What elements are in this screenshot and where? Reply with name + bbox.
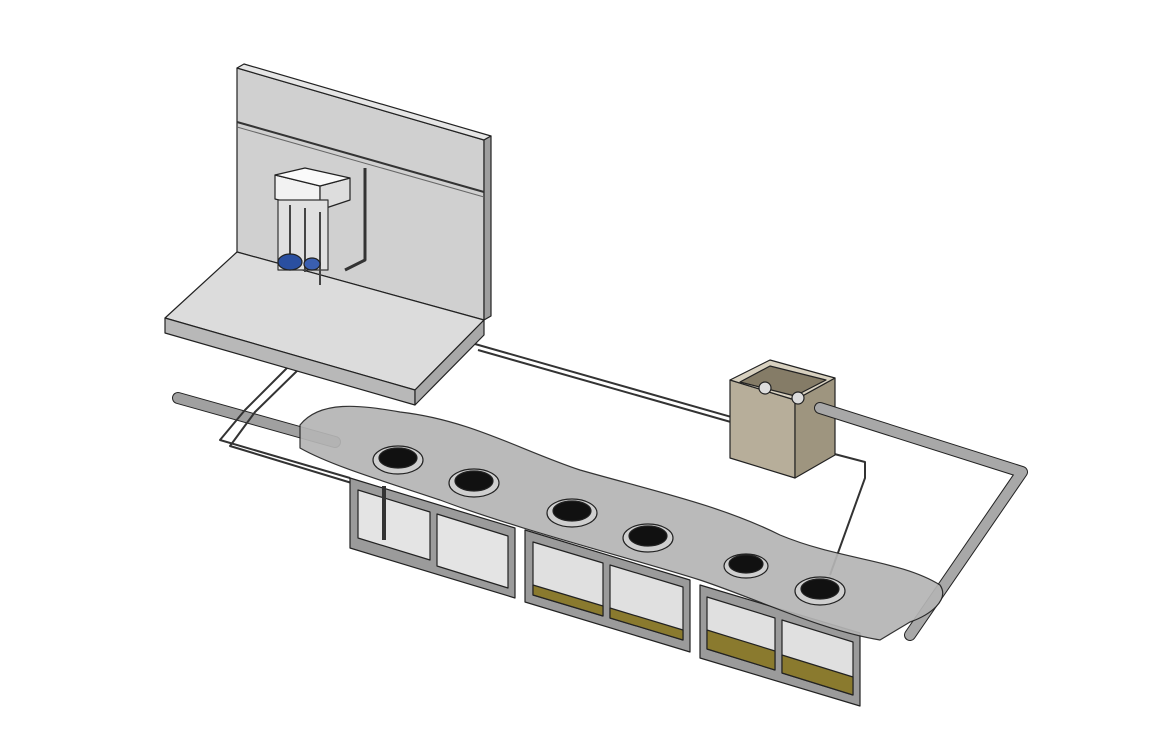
manhole-6	[794, 576, 846, 606]
manhole-3	[546, 498, 598, 528]
manholes	[372, 445, 846, 606]
outlet-pipe	[814, 402, 1028, 641]
ground-slab	[299, 405, 944, 641]
floor-slab	[164, 251, 485, 406]
pump-control-unit	[274, 167, 351, 285]
tank-group-2	[524, 529, 691, 653]
manhole-2	[448, 468, 500, 498]
manhole-5	[723, 553, 769, 579]
distribution-box	[729, 359, 836, 479]
manhole-4	[622, 523, 674, 553]
pump-icon	[277, 253, 303, 271]
tank-group-1	[349, 477, 516, 599]
manhole-1	[372, 445, 424, 475]
tank-group-3	[699, 584, 861, 707]
